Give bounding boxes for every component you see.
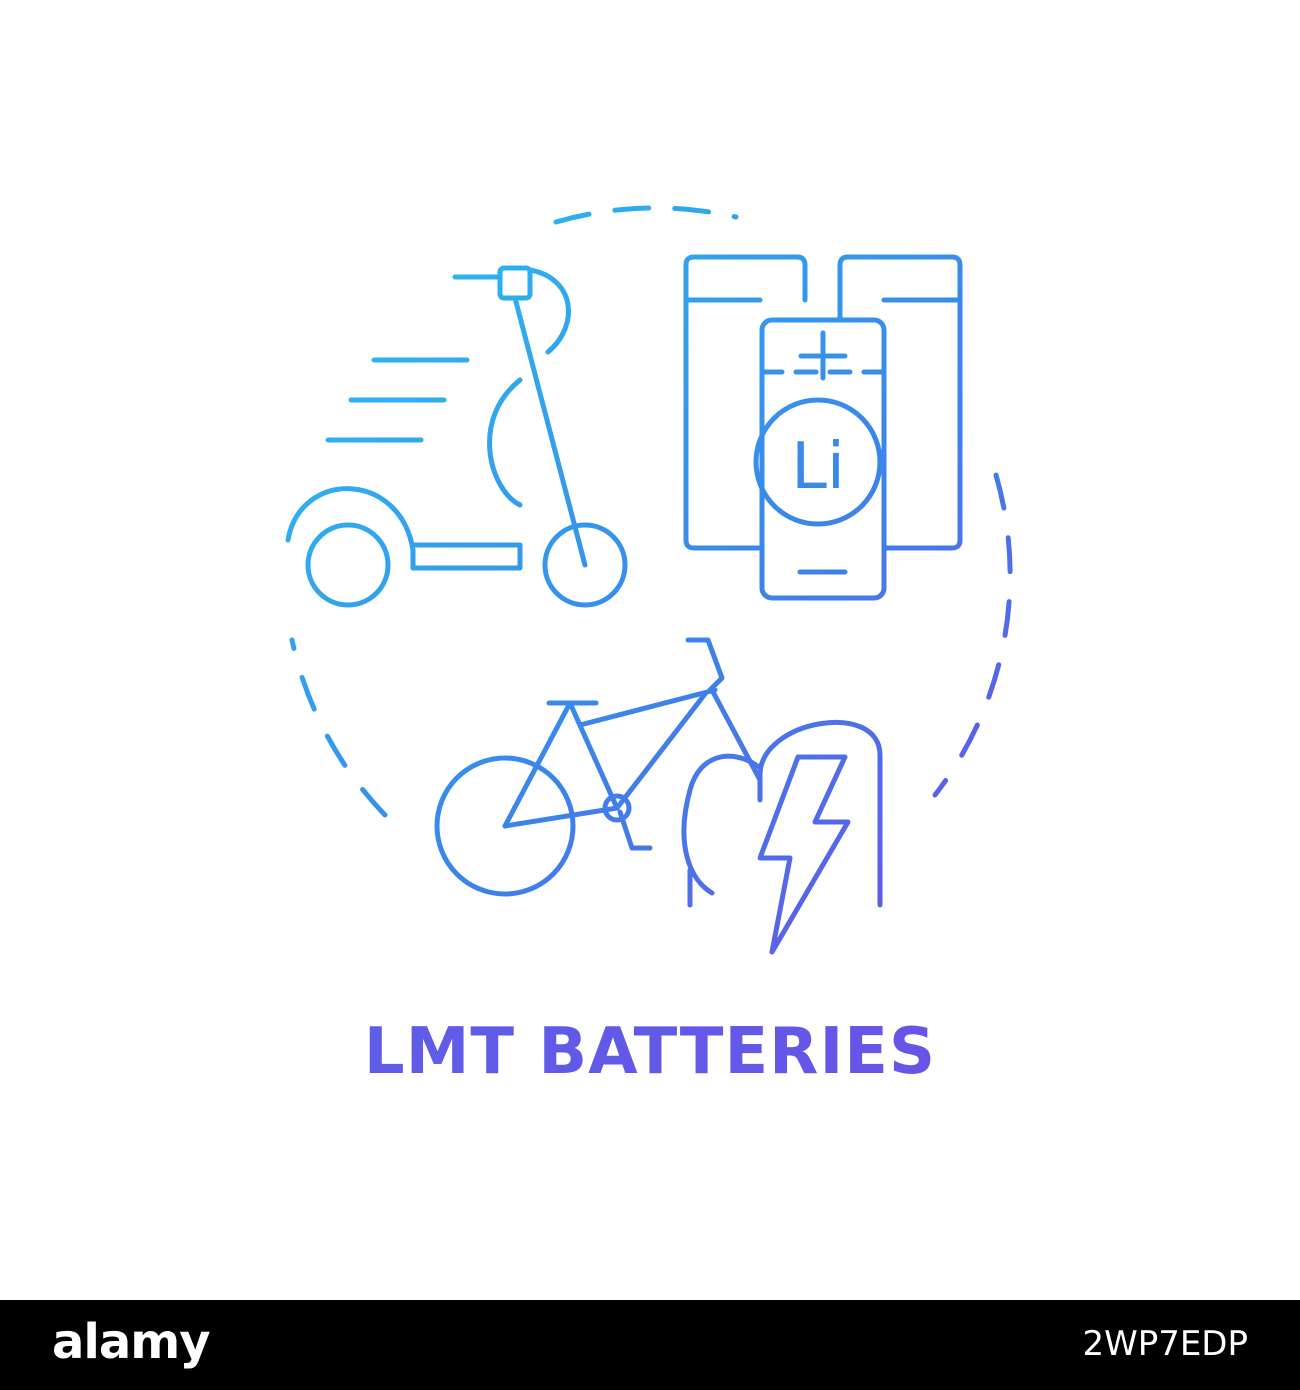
battery-pack-icon: Li [683, 254, 963, 601]
icon-canvas: Li LMT BATTERIES [0, 205, 1300, 1092]
caption-title: LMT BATTERIES [0, 1012, 1300, 1092]
lmt-batteries-illustration: Li [285, 205, 1013, 955]
dashed-ring [289, 205, 1013, 818]
stock-footer-bar: alamy 2WP7EDP [0, 1300, 1300, 1390]
scooter-icon [285, 265, 628, 608]
battery-lithium-symbol: Li [791, 430, 844, 504]
lightning-bolt-icon [687, 720, 883, 955]
brand-logo: alamy [52, 1314, 211, 1370]
bicycle-icon [434, 637, 763, 897]
image-id: 2WP7EDP [1082, 1324, 1248, 1364]
